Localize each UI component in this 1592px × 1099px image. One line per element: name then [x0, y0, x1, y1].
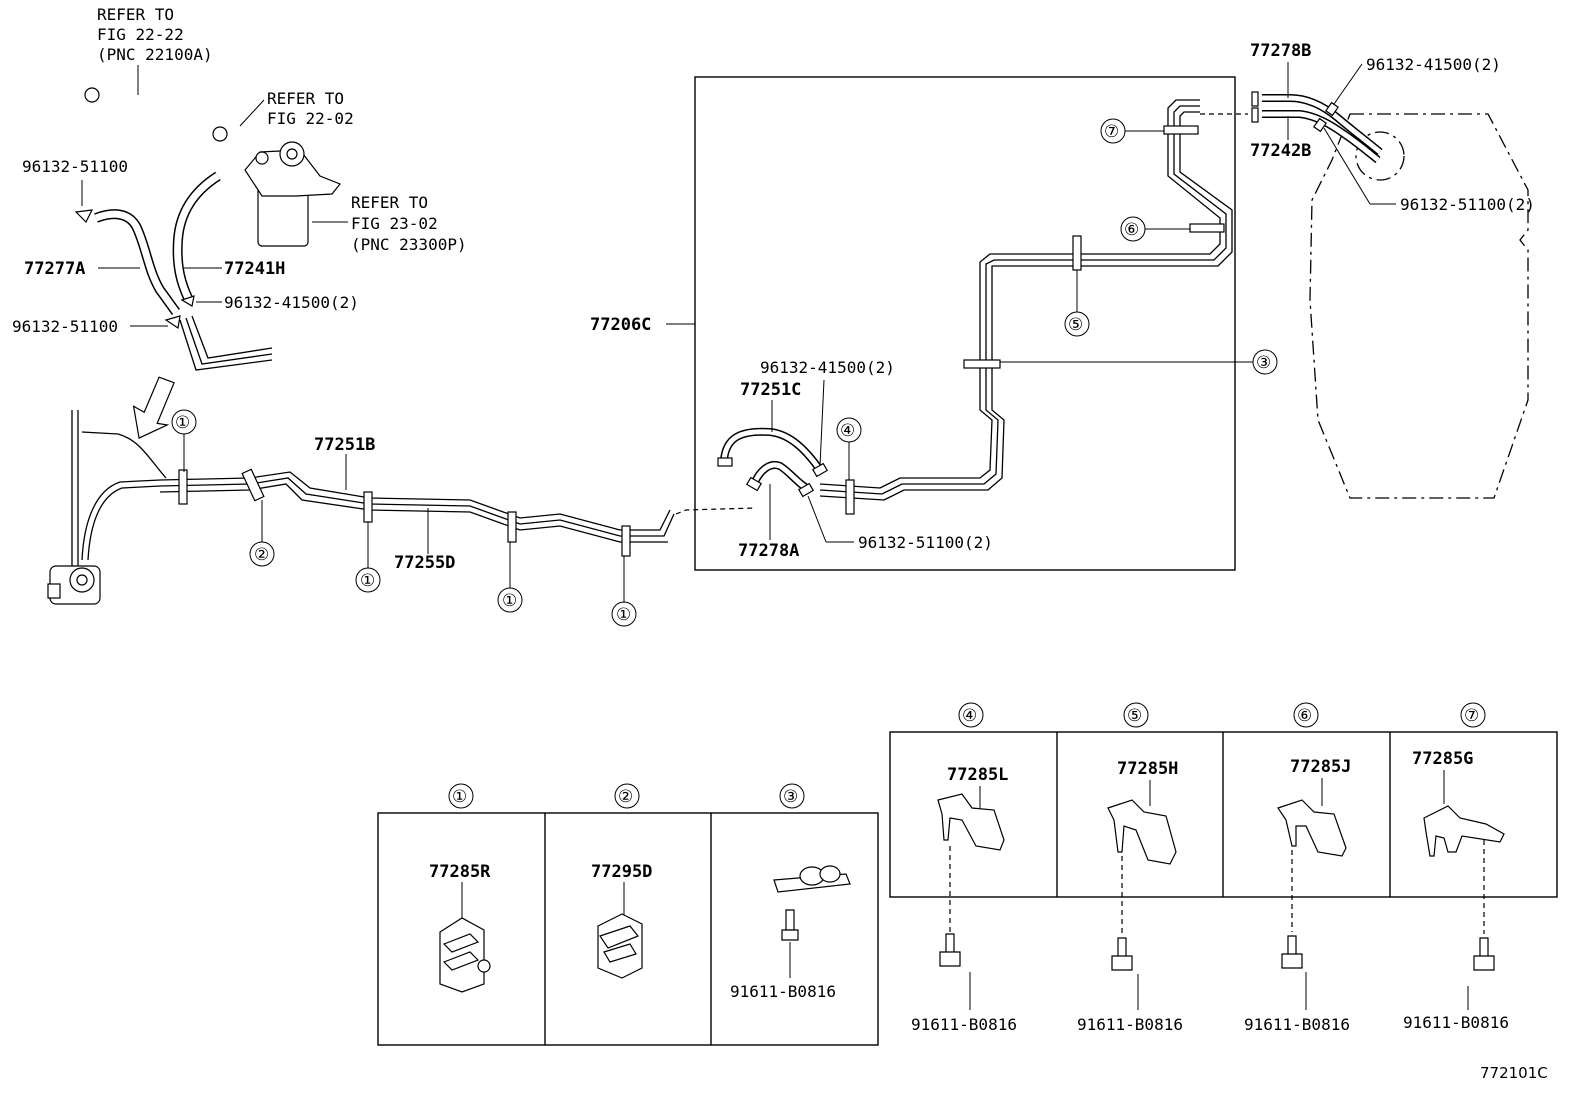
clamp-5-part: 77285H	[1117, 759, 1178, 779]
assembly-77206C: 77206C ④ ③ ⑤ ⑥ ⑦	[590, 76, 1278, 571]
part-96132-41500-right: 96132-41500(2)	[1366, 55, 1501, 74]
part-77255D: 77255D	[394, 553, 455, 573]
charcoal-canister-icon	[244, 141, 341, 247]
clamp-77285R-icon	[439, 917, 491, 993]
callout-3: ③	[1256, 353, 1271, 373]
callout-1-b: ①	[360, 571, 375, 591]
clamp-1-part: 77285R	[429, 862, 491, 882]
clamp-7-marker: ⑦	[1464, 706, 1479, 726]
part-77278B: 77278B	[1250, 41, 1311, 61]
canister-area: REFER TO FIG 22-22 (PNC 22100A) REFER TO…	[12, 5, 467, 439]
main-fuel-line: ① ② ① ① ① 77251B 77255D	[47, 409, 757, 627]
hose-clip-icon	[212, 126, 228, 142]
clamp-table-1-3: ① ② ③ 77285R 77295D 91611-B0816	[377, 783, 879, 1046]
part-77206C: 77206C	[590, 315, 651, 335]
figure-id: 772101C	[1480, 1064, 1548, 1082]
fuel-pump-icon	[47, 565, 101, 605]
clamp-7-bolt: 91611-B0816	[1403, 1013, 1509, 1032]
clamp-4-part: 77285L	[947, 765, 1008, 785]
clamp-77285J-icon	[1277, 799, 1347, 857]
ref-fig-23-02-line3: (PNC 23300P)	[351, 235, 467, 254]
callout-1-a: ①	[175, 413, 190, 433]
part-96132-41500-center: 96132-41500(2)	[760, 358, 895, 377]
part-77277A: 77277A	[24, 259, 85, 279]
clamp-77295D-icon	[597, 913, 643, 979]
ref-fig-22-02-line2: FIG 22-02	[267, 109, 354, 128]
part-96132-51100-mid: 96132-51100	[12, 317, 118, 336]
part-96132-51100-right: 96132-51100(2)	[1400, 195, 1535, 214]
clamp-4-marker: ④	[962, 706, 977, 726]
clamp-2-marker: ②	[618, 787, 633, 807]
ref-fig-22-22-line2: FIG 22-22	[97, 25, 184, 44]
part-77251C: 77251C	[740, 380, 801, 400]
clamp-3-marker: ③	[783, 787, 798, 807]
callout-6: ⑥	[1124, 220, 1139, 240]
bolt-icon	[1473, 937, 1495, 971]
clamp-2-part: 77295D	[591, 862, 652, 882]
callout-7: ⑦	[1104, 122, 1119, 142]
ref-fig-23-02-line1: REFER TO	[351, 193, 428, 212]
ref-fig-23-02-line2: FIG 23-02	[351, 214, 438, 233]
part-77241H: 77241H	[224, 259, 285, 279]
fuel-tank-area: 77278B 77242B 96132-41500(2) 96132-51100…	[1250, 41, 1535, 499]
clip-icon	[180, 295, 195, 307]
clamp-6-marker: ⑥	[1297, 706, 1312, 726]
clamp-6-bolt: 91611-B0816	[1244, 1015, 1350, 1034]
fuel-tank-outline	[1309, 113, 1529, 499]
clamp-5-bolt: 91611-B0816	[1077, 1015, 1183, 1034]
clip-icon	[164, 315, 181, 330]
clamp-77285L-icon	[937, 793, 1005, 851]
clip-icon	[74, 209, 94, 224]
part-96132-51100-top: 96132-51100	[22, 157, 128, 176]
ref-fig-22-22-line3: (PNC 22100A)	[97, 45, 213, 64]
clamp-6-part: 77285J	[1290, 757, 1351, 777]
ref-fig-22-22-line1: REFER TO	[97, 5, 174, 24]
callout-2: ②	[254, 545, 269, 565]
direction-arrow-icon	[132, 376, 175, 439]
bolt-icon	[1281, 935, 1303, 969]
part-96132-51100-center: 96132-51100(2)	[858, 533, 993, 552]
clamp-7-part: 77285G	[1412, 749, 1473, 769]
bolt-icon	[1111, 937, 1133, 971]
part-77278A: 77278A	[738, 541, 799, 561]
assembly-frame	[694, 76, 1236, 571]
clamp-77285G-icon	[1423, 805, 1505, 857]
clamp-1-marker: ①	[452, 787, 467, 807]
hose-clip-icon	[84, 87, 100, 103]
ref-fig-22-02-line1: REFER TO	[267, 89, 344, 108]
clamp-77285H-icon	[1107, 799, 1177, 865]
callout-1-c: ①	[502, 591, 517, 611]
clamp-4-bolt: 91611-B0816	[911, 1015, 1017, 1034]
clamp-5-marker: ⑤	[1127, 706, 1142, 726]
callout-5: ⑤	[1068, 315, 1083, 335]
clamp-3-bolt: 91611-B0816	[730, 982, 836, 1001]
callout-4: ④	[840, 421, 855, 441]
clamp-table-4-7: ④ ⑤ ⑥ ⑦ 77285L 91611-B0816 77285H 91611-…	[889, 702, 1558, 1034]
callout-1-d: ①	[616, 605, 631, 625]
part-77251B: 77251B	[314, 435, 375, 455]
clamp-3-icon	[773, 865, 851, 941]
part-77242B: 77242B	[1250, 141, 1311, 161]
part-96132-41500-top: 96132-41500(2)	[224, 293, 359, 312]
bolt-icon	[939, 933, 961, 967]
